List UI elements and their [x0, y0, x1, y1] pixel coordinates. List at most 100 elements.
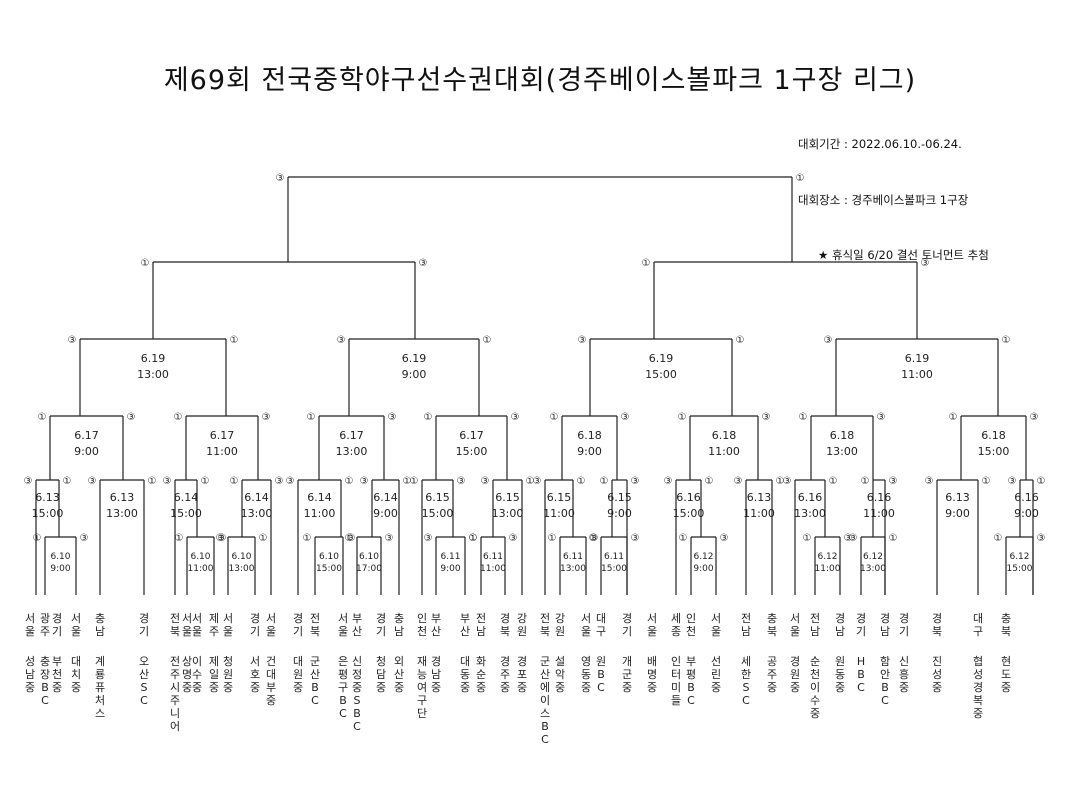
- match-date: 6.15: [607, 491, 632, 504]
- period-text: 대회기간 : 2022.06.10.-06.24.: [798, 137, 962, 151]
- match-date: 6.13: [945, 491, 970, 504]
- match-time: 11:00: [901, 368, 933, 381]
- match-time: 9:00: [577, 445, 602, 458]
- score-left: ①: [678, 412, 687, 423]
- match-time: 15:00: [32, 507, 64, 520]
- tournament-info: 대회기간 : 2022.06.10.-06.24. 대회장소 : 경주베이스볼파…: [798, 98, 989, 283]
- score-left: ③: [849, 533, 858, 544]
- score-left: ①: [642, 258, 651, 269]
- match-time: 11:00: [743, 507, 775, 520]
- score-left: ①: [424, 412, 433, 423]
- page-title: 제69회 전국중학야구선수권대회(경주베이스볼파크 1구장 리그): [163, 65, 917, 96]
- score-left: ③: [783, 476, 792, 487]
- score-left: ①: [303, 533, 312, 544]
- match-time: 9:00: [373, 507, 398, 520]
- score-right: ③: [388, 412, 397, 423]
- score-right: ①: [982, 476, 991, 487]
- score-left: ③: [337, 335, 346, 346]
- score-right: ③: [218, 533, 227, 544]
- score-right: ①: [776, 476, 785, 487]
- match-time: 13:00: [560, 564, 586, 574]
- score-left: ①: [861, 476, 870, 487]
- score-right: ③: [1037, 533, 1046, 544]
- match-time: 15:00: [170, 507, 202, 520]
- score-left: ①: [33, 533, 42, 544]
- score-left: ①: [803, 533, 812, 544]
- score-right: ③: [720, 533, 729, 544]
- match-time: 9:00: [440, 564, 460, 574]
- score-right: ①: [259, 533, 268, 544]
- score-right: ①: [201, 476, 210, 487]
- score-right: ③: [889, 476, 898, 487]
- match-date: 6.17: [339, 429, 364, 442]
- score-right: ①: [230, 335, 239, 346]
- score-left: ③: [276, 173, 285, 184]
- score-right: ③: [262, 412, 271, 423]
- score-left: ③: [88, 476, 97, 487]
- match-date: 6.16: [676, 491, 701, 504]
- match-date: 6.12: [1009, 552, 1029, 562]
- match-date: 6.11: [483, 552, 503, 562]
- match-date: 6.16: [1014, 491, 1039, 504]
- score-right: ③: [762, 412, 771, 423]
- match-time: 11:00: [815, 564, 841, 574]
- score-right: ③: [1030, 412, 1039, 423]
- score-left: ③: [286, 476, 295, 487]
- match-time: 11:00: [480, 564, 506, 574]
- match-time: 11:00: [708, 445, 740, 458]
- match-date: 6.14: [244, 491, 269, 504]
- match-time: 13:00: [106, 507, 138, 520]
- match-time: 13:00: [241, 507, 273, 520]
- score-left: ①: [174, 412, 183, 423]
- match-date: 6.13: [747, 491, 772, 504]
- score-left: ①: [548, 533, 557, 544]
- note-text: ★ 휴식일 6/20 결선 토너먼트 추첨: [818, 248, 989, 262]
- score-right: ①: [345, 476, 354, 487]
- score-right: ③: [385, 533, 394, 544]
- score-left: ③: [925, 476, 934, 487]
- match-time: 9:00: [945, 507, 970, 520]
- score-left: ③: [824, 335, 833, 346]
